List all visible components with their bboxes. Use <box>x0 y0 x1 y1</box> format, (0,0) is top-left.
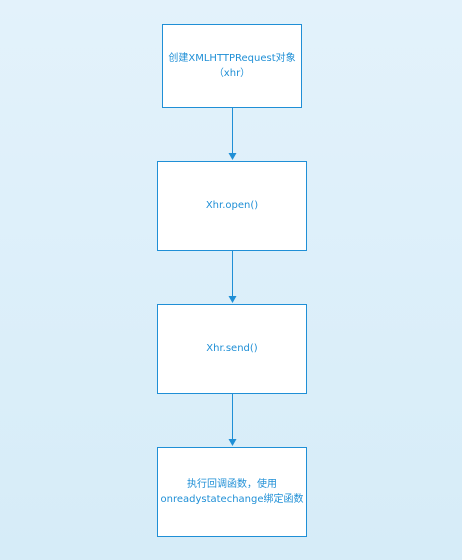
arrowhead-xhr-open-to-xhr-send <box>228 296 237 303</box>
arrowhead-create-xhr-to-xhr-open <box>228 153 237 160</box>
node-xhr-open: Xhr.open() <box>157 161 307 251</box>
arrowhead-xhr-send-to-callback <box>228 439 237 446</box>
node-create-xhr-line-1: 创建XMLHTTPRequest对象 <box>168 52 296 64</box>
node-callback-line-2: onreadystatechange绑定函数 <box>160 494 304 505</box>
node-create-xhr-text: 创建XMLHTTPRequest对象 （xhr） <box>168 51 295 82</box>
node-create-xhr: 创建XMLHTTPRequest对象 （xhr） <box>162 24 302 108</box>
node-xhr-send: Xhr.send() <box>157 304 307 394</box>
node-xhr-send-line-1: Xhr.send() <box>206 343 258 355</box>
node-create-xhr-line-2: （xhr） <box>213 68 251 79</box>
edge-layer <box>228 108 237 446</box>
node-xhr-open-text: Xhr.open() <box>206 198 258 214</box>
node-xhr-send-text: Xhr.send() <box>206 341 257 357</box>
node-callback-text: 执行回调函数，使用 onreadystatechange绑定函数 <box>160 477 303 508</box>
node-callback-line-1: 执行回调函数，使用 <box>187 478 277 490</box>
node-xhr-open-line-1: Xhr.open() <box>205 200 259 212</box>
node-callback: 执行回调函数，使用 onreadystatechange绑定函数 <box>157 447 307 537</box>
